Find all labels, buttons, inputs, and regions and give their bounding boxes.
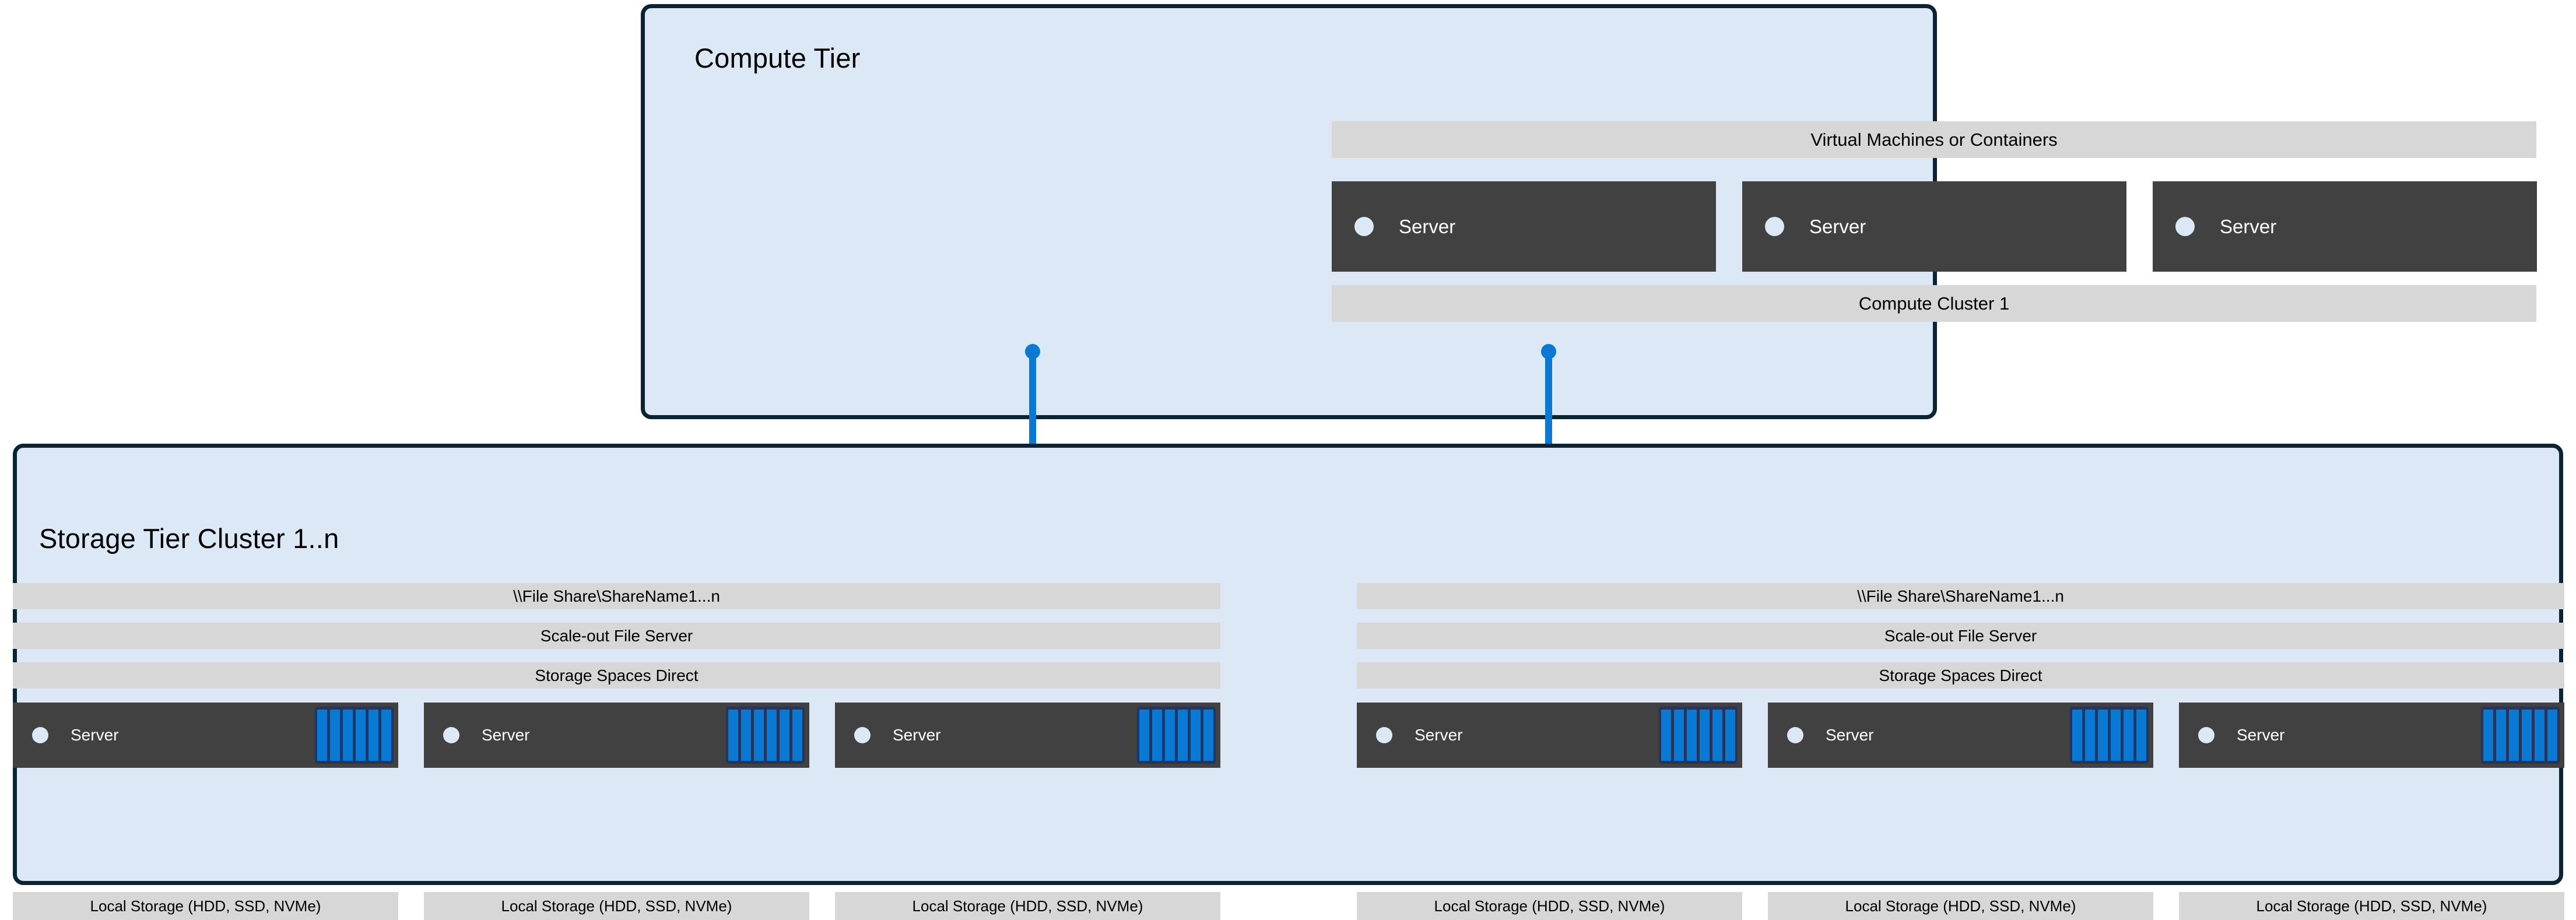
storage-server-node[interactable]: Server Local Storage (HDD, SSD, NVMe) [1357, 703, 1742, 920]
compute-server-node[interactable]: Server [1742, 181, 2126, 272]
compute-server-label: Server [2220, 215, 2277, 237]
status-dot-icon [32, 727, 48, 743]
storage-server-node[interactable]: Server Local Storage (HDD, SSD, NVMe) [424, 703, 809, 920]
compute-server-label: Server [1399, 215, 1456, 237]
storage-spaces-direct-bar: Storage Spaces Direct [13, 662, 1220, 689]
status-dot-icon [1787, 727, 1803, 743]
compute-tier-panel: Compute Tier Virtual Machines or Contain… [641, 4, 2537, 419]
compute-server-label: Server [1809, 215, 1866, 237]
storage-server-body: Server [13, 703, 398, 768]
disk-array-icon [2070, 707, 2149, 764]
compute-server-node[interactable]: Server [1332, 181, 1716, 272]
storage-server-label: Server [1826, 726, 1874, 744]
local-storage-label: Local Storage (HDD, SSD, NVMe) [1768, 892, 2153, 920]
local-storage-label: Local Storage (HDD, SSD, NVMe) [13, 892, 398, 920]
status-dot-icon [854, 727, 871, 743]
compute-tier-title: Compute Tier [694, 43, 861, 73]
local-storage-label: Local Storage (HDD, SSD, NVMe) [1357, 892, 1742, 920]
compute-server-node[interactable]: Server [2153, 181, 2537, 272]
storage-server-body: Server [424, 703, 809, 768]
disk-array-icon [726, 707, 805, 764]
status-dot-icon [443, 727, 459, 743]
compute-cluster-bar: Compute Cluster 1 [1332, 285, 2536, 322]
storage-server-label: Server [71, 726, 119, 744]
storage-server-node[interactable]: Server Local Storage (HDD, SSD, NVMe) [1768, 703, 2153, 920]
disk-array-icon [2481, 707, 2560, 764]
endpoint-dot-icon [1541, 344, 1556, 359]
status-dot-icon [2198, 727, 2214, 743]
connector-line [1545, 350, 1552, 466]
local-storage-label: Local Storage (HDD, SSD, NVMe) [2179, 892, 2564, 920]
disk-array-icon [1137, 707, 1216, 764]
disk-array-icon [315, 707, 394, 764]
file-share-bar: \\File Share\ShareName1...n [13, 583, 1220, 609]
storage-server-node[interactable]: Server Local Storage (HDD, SSD, NVMe) [2179, 703, 2564, 920]
storage-tier-title: Storage Tier Cluster 1..n [39, 523, 339, 554]
file-share-bar: \\File Share\ShareName1...n [1357, 583, 2564, 609]
storage-server-node[interactable]: Server Local Storage (HDD, SSD, NVMe) [835, 703, 1220, 920]
status-dot-icon [1354, 217, 1374, 236]
storage-server-body: Server [1768, 703, 2153, 768]
virtual-machines-bar: Virtual Machines or Containers [1332, 121, 2536, 158]
local-storage-label: Local Storage (HDD, SSD, NVMe) [835, 892, 1220, 920]
connector-line [1029, 350, 1036, 466]
storage-spaces-direct-bar: Storage Spaces Direct [1357, 662, 2564, 689]
status-dot-icon [2175, 217, 2195, 236]
scale-out-file-server-bar: Scale-out File Server [13, 623, 1220, 649]
status-dot-icon [1376, 727, 1392, 743]
status-dot-icon [1765, 217, 1784, 236]
storage-server-body: Server [2179, 703, 2564, 768]
disk-array-icon [1659, 707, 1738, 764]
storage-server-body: Server [835, 703, 1220, 768]
storage-server-label: Server [893, 726, 941, 744]
storage-server-body: Server [1357, 703, 1742, 768]
scale-out-file-server-bar: Scale-out File Server [1357, 623, 2564, 649]
endpoint-dot-icon [1025, 344, 1040, 359]
storage-server-label: Server [482, 726, 530, 744]
storage-server-node[interactable]: Server Local Storage (HDD, SSD, NVMe) [13, 703, 398, 920]
diagram-canvas: Compute Tier Virtual Machines or Contain… [13, 4, 2564, 920]
storage-server-label: Server [1415, 726, 1463, 744]
storage-server-label: Server [2237, 726, 2285, 744]
local-storage-label: Local Storage (HDD, SSD, NVMe) [424, 892, 809, 920]
